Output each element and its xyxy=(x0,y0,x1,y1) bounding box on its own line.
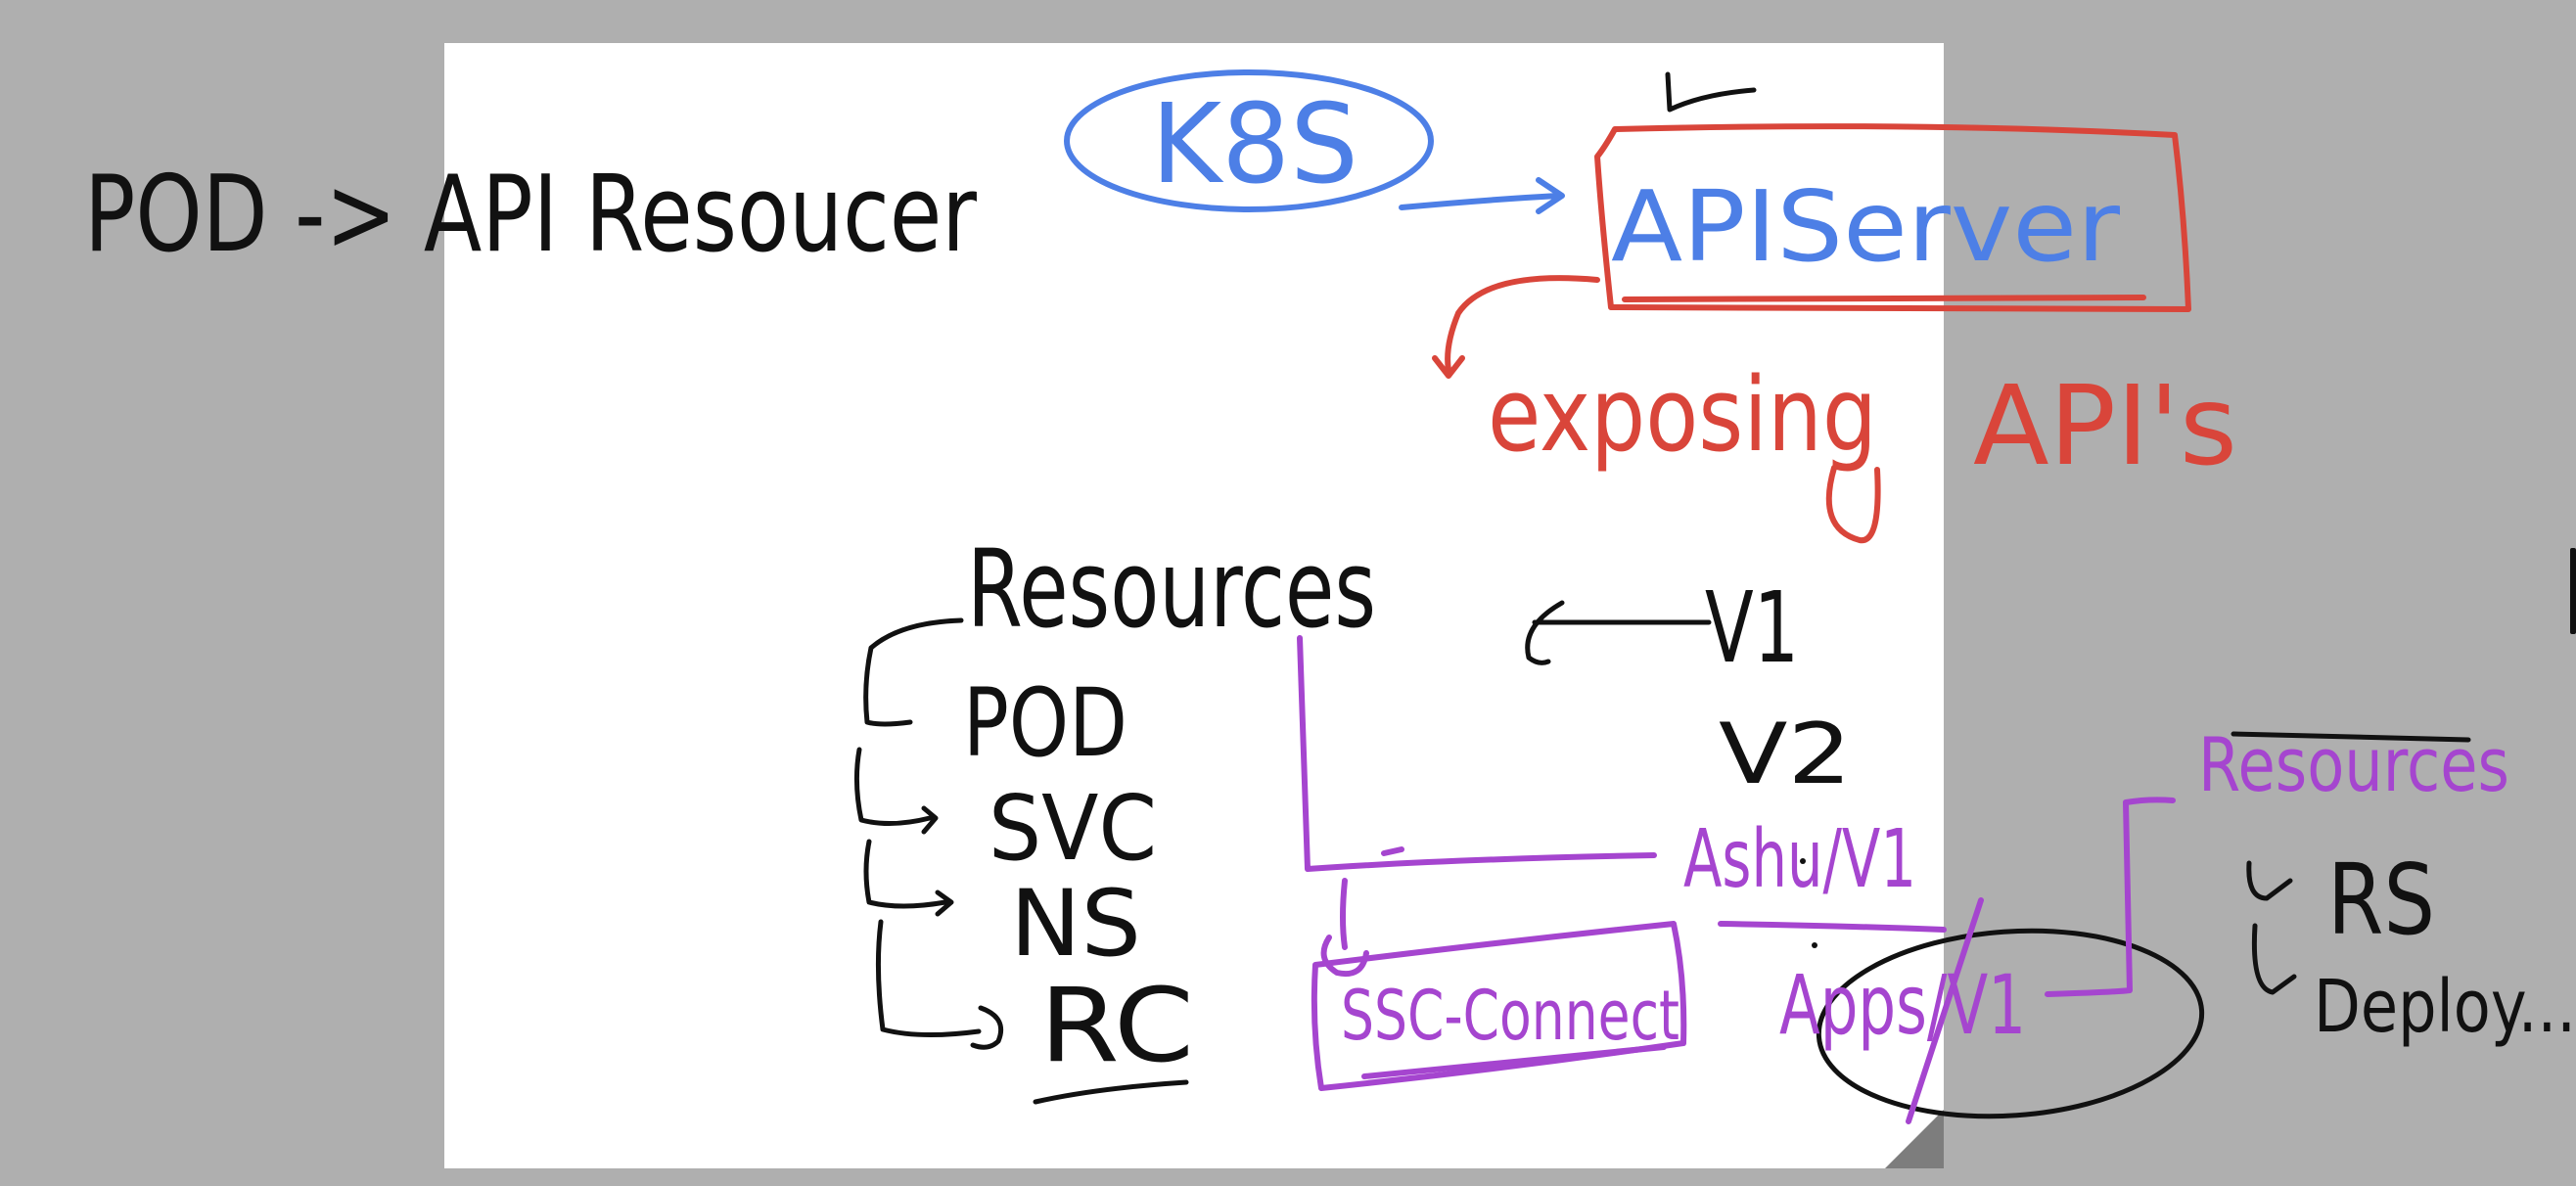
right-resources-hook-rs xyxy=(2246,860,2293,901)
resource-item-svc: SVC xyxy=(989,776,1157,881)
apps-strike-line xyxy=(1906,897,1984,1124)
resources-tree-bracket-rc xyxy=(875,919,1004,1050)
resources-tree-bracket-top xyxy=(863,617,964,727)
exposing-descender xyxy=(1825,465,1881,544)
right-resources-title: Resources xyxy=(2198,721,2509,808)
ashu-dot xyxy=(1800,858,1806,864)
v1-arrow-left xyxy=(1525,600,1712,665)
resource-item-ns: NS xyxy=(1010,871,1141,978)
group-ashu-v1: Ashu/V1 xyxy=(1683,813,1916,906)
k8s-label: K8S xyxy=(1151,81,1358,208)
right-resources-topline xyxy=(2231,731,2471,743)
ssc-connect-bracket xyxy=(1340,846,1404,950)
checkmark-icon xyxy=(1665,71,1757,113)
api-server-box xyxy=(1594,123,2191,312)
page-fold-corner xyxy=(1885,1110,1944,1168)
apps-dot xyxy=(1812,942,1817,948)
canvas-scroll-handle[interactable] xyxy=(2570,548,2576,634)
resources-title: Resources xyxy=(967,526,1376,652)
ssc-connect-inner-line xyxy=(1361,1044,1667,1079)
ssc-connect-box xyxy=(1311,921,1687,1091)
rc-underline xyxy=(1033,1079,1189,1105)
group-divider-line xyxy=(1718,921,1947,933)
apps-to-right-resources-bracket xyxy=(2045,797,2176,997)
resources-tree-bracket-ns xyxy=(863,839,954,917)
ssc-connect-hook xyxy=(1320,935,1369,977)
version-v1: V1 xyxy=(1705,570,1799,685)
k8s-circle xyxy=(1064,69,1434,212)
page-heading-note: POD -> API Resoucer xyxy=(84,154,977,276)
resources-tree-bracket-svc xyxy=(853,747,939,835)
whiteboard-page xyxy=(444,43,1944,1168)
exposing-label: exposing xyxy=(1488,355,1877,475)
right-resource-item-deploy: Deploy... xyxy=(2314,965,2576,1049)
ssc-connect-label: SSC-Connect xyxy=(1341,976,1679,1056)
version-v2: V2 xyxy=(1719,706,1852,803)
api-server-inner-line xyxy=(1622,295,2146,302)
right-resource-item-rs: RS xyxy=(2327,843,2435,957)
apis-label: API's xyxy=(1973,363,2237,490)
api-server-label: APIServer xyxy=(1611,169,2121,284)
apiserver-to-exposing-arrow xyxy=(1432,275,1600,379)
resources-to-group-line xyxy=(1297,635,1657,872)
apps-v1-highlight-ellipse xyxy=(1816,928,2205,1119)
right-resources-hook-deploy xyxy=(2251,923,2297,995)
resource-item-rc: RC xyxy=(1039,966,1194,1085)
resource-item-pod: POD xyxy=(963,668,1127,778)
group-apps-v1: Apps/V1 xyxy=(1779,957,2026,1053)
k8s-to-apiserver-arrow xyxy=(1399,177,1565,214)
